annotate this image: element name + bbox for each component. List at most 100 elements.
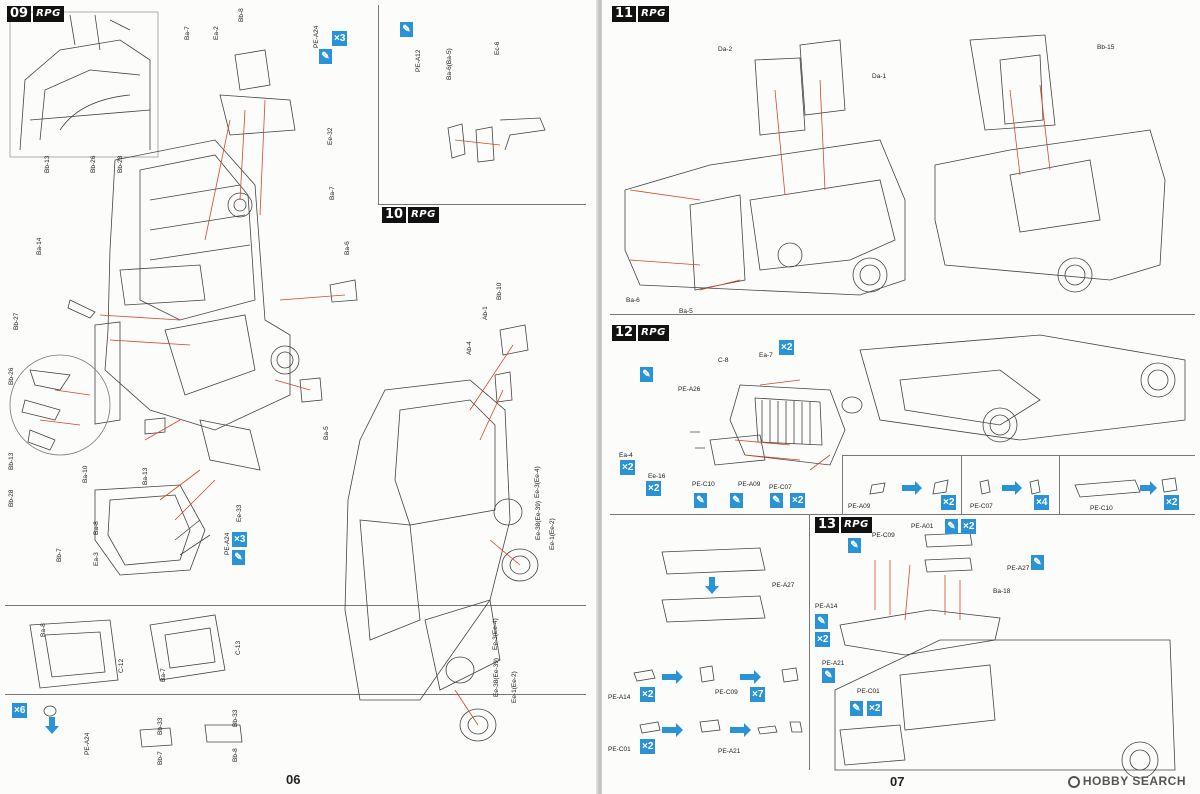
quantity-badge: ×2 (640, 739, 656, 754)
part-label: Ba-7 (184, 26, 191, 40)
quantity-badge: ×6 (12, 703, 28, 718)
part-label: PE-A24 (313, 25, 320, 48)
part-label: Bb-8 (238, 8, 245, 22)
step-number: 12 (612, 325, 637, 341)
part-label: Bb-28 (8, 489, 15, 507)
part-label: PE-A21 (822, 660, 845, 667)
part-label: Ba-6 (344, 241, 351, 255)
part-label: Ea-4 (619, 452, 633, 459)
step-11-header: 11 RPG (612, 6, 669, 22)
part-label: PE-A09 (848, 503, 871, 510)
part-label: Ee-1(Ee-2) (511, 671, 518, 703)
quantity-badge: ×2 (779, 340, 795, 355)
part-label: Ee-3(Ee-4) (492, 618, 499, 650)
part-label: Bb-27 (13, 312, 20, 330)
watermark-text: HOBBY SEARCH (1082, 774, 1186, 788)
part-label: Ea-3 (93, 552, 100, 566)
step-12-subpanel (610, 515, 810, 770)
part-label: Ba-7 (160, 668, 167, 682)
step-12-detail-box-1 (842, 455, 962, 515)
part-label: Ba-5 (323, 426, 330, 440)
glue-icon: ✎ (850, 701, 863, 716)
page-right (602, 0, 1200, 794)
part-label: Ee-32 (327, 127, 334, 145)
part-label: Ab-4 (466, 341, 473, 355)
quantity-badge: ×7 (750, 687, 766, 702)
part-label: Bb-10 (496, 282, 503, 300)
step-09b-panel (378, 5, 586, 205)
part-label: Ba-7 (329, 186, 336, 200)
step-11-panel (610, 5, 1195, 315)
part-label: Bb-13 (8, 452, 15, 470)
step-12-detail-box-3 (1060, 455, 1195, 515)
glue-icon: ✎ (640, 367, 653, 382)
page-number-left: 06 (286, 772, 301, 787)
part-label: C-13 (235, 640, 242, 655)
part-label: PE-A14 (815, 603, 838, 610)
part-label: Ee-33 (236, 504, 243, 522)
part-label: Ea-7 (759, 352, 773, 359)
part-label: PE-C07 (769, 484, 792, 491)
part-label: PE-A24 (84, 732, 91, 755)
part-label: Ee-1(Ee-2) (549, 518, 556, 550)
brand-logo: RPG (33, 6, 64, 22)
part-label: Ba-5 (679, 308, 693, 315)
part-label: PE-A21 (718, 748, 741, 755)
part-label: Ee-38(Ee-39) (493, 657, 500, 697)
part-label: Ba-6 (626, 297, 640, 304)
quantity-badge: ×2 (815, 632, 831, 647)
part-label: Bb-26 (8, 367, 15, 385)
part-label: PE-A27 (772, 582, 795, 589)
part-label: Bb-7 (157, 751, 164, 765)
quantity-badge: ×4 (1034, 495, 1050, 510)
quantity-badge: ×3 (232, 532, 248, 547)
quantity-badge: ×2 (620, 460, 636, 475)
quantity-badge: ×2 (640, 687, 656, 702)
glue-icon: ✎ (945, 519, 958, 534)
part-label: Ee-3(Ee-4) (534, 466, 541, 498)
brand-logo: RPG (638, 6, 669, 22)
quantity-badge: ×2 (790, 493, 806, 508)
glue-icon: ✎ (815, 614, 828, 629)
part-label: C-8 (718, 357, 729, 364)
part-label: Ba-8 (93, 521, 100, 535)
part-label: Bb-7 (56, 548, 63, 562)
glue-icon: ✎ (770, 493, 783, 508)
step-number: 13 (815, 517, 840, 533)
glue-icon: ✎ (822, 668, 835, 683)
watermark-logo-icon (1067, 775, 1080, 788)
part-label: Ba-18 (993, 588, 1011, 595)
part-label: Ba-10 (82, 465, 89, 483)
glue-icon: ✎ (319, 49, 332, 64)
quantity-badge: ×2 (867, 701, 883, 716)
part-label: PE-C07 (970, 503, 993, 510)
glue-icon: ✎ (730, 493, 743, 508)
glue-icon: ✎ (400, 22, 413, 37)
part-label: Bb-15 (1097, 44, 1115, 51)
brand-logo: RPG (841, 517, 872, 533)
part-label: PE-C01 (857, 688, 880, 695)
part-label: Ec-6 (494, 41, 501, 55)
part-label: PE-A01 (911, 523, 934, 530)
part-label: PE-A14 (608, 694, 631, 701)
step-13-header: 13 RPG (815, 517, 872, 533)
step-number: 09 (7, 6, 32, 22)
part-label: Bb-28 (117, 155, 124, 173)
brand-logo: RPG (638, 325, 669, 341)
part-label: PE-A24 (224, 532, 231, 555)
part-label: PE-A27 (1007, 565, 1030, 572)
glue-icon: ✎ (1031, 555, 1044, 570)
page-gutter (596, 0, 604, 794)
part-label: Ee-16 (648, 473, 666, 480)
part-label: PE-C09 (872, 532, 895, 539)
step-12-header: 12 RPG (612, 325, 669, 341)
part-label: Da-2 (718, 46, 733, 53)
glue-icon: ✎ (232, 550, 245, 565)
page-number-right: 07 (890, 774, 905, 789)
step-10-header: 10 RPG (382, 207, 439, 223)
part-label: PE-C01 (608, 746, 631, 753)
quantity-badge: ×2 (646, 481, 662, 496)
part-label: Bb-33 (157, 717, 164, 735)
watermark: HOBBY SEARCH (1067, 774, 1186, 788)
brand-logo: RPG (408, 207, 439, 223)
